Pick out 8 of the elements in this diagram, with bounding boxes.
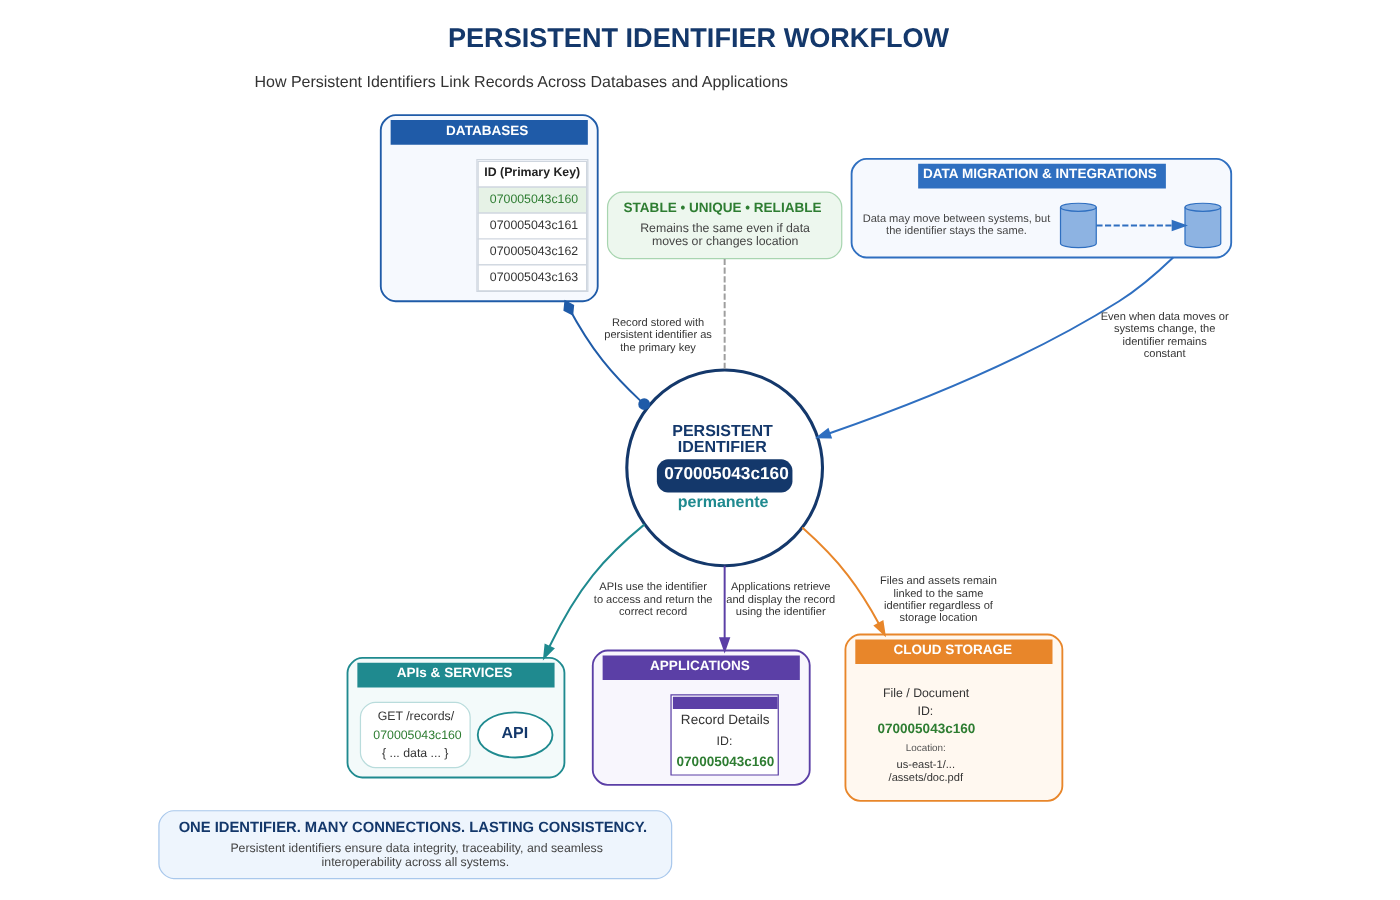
connector [723, 258, 726, 372]
arrow [542, 523, 646, 661]
arrow [1095, 219, 1188, 232]
arrow [801, 526, 886, 638]
arrow [718, 564, 731, 654]
arrow [814, 256, 1175, 439]
connector [563, 299, 651, 411]
diagram-title: PERSISTENT IDENTIFIER WORKFLOW [447, 22, 950, 53]
